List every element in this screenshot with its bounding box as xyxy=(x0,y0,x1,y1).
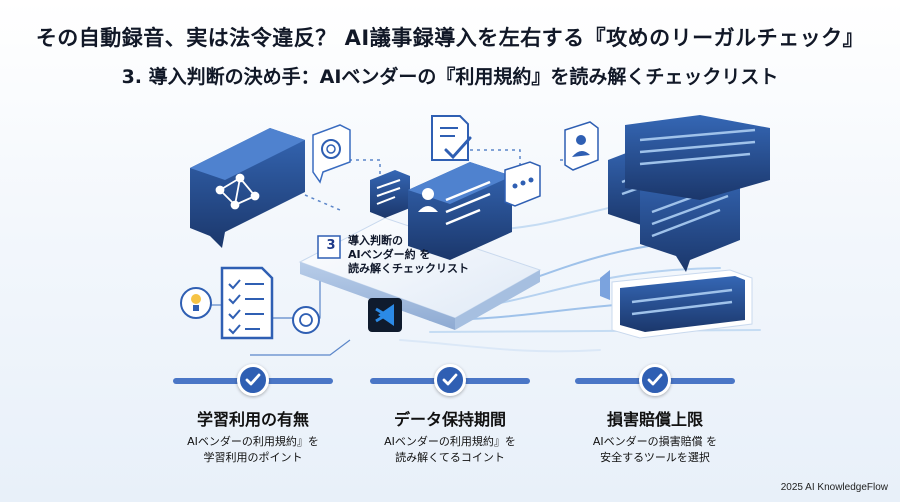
item-desc-line: 安全するツールを選択 xyxy=(600,451,710,464)
bubble-network xyxy=(190,128,305,248)
item-desc-line: AIベンダーの利用規約』を xyxy=(384,435,516,448)
copyright-text: 2025 AI KnowledgeFlow xyxy=(780,482,888,493)
check-icon xyxy=(434,364,466,396)
item-bar xyxy=(335,362,565,402)
step-number: 3 xyxy=(326,238,336,253)
item-heading: 損害賠償上限 xyxy=(606,410,703,429)
central-platform xyxy=(298,217,542,330)
user-icon xyxy=(564,121,599,171)
bubble-stack-right xyxy=(608,115,770,272)
center-card-label: 導入判断の AIベンダー約 を 読み解くチェックリスト xyxy=(348,234,498,276)
openai-logo-icon xyxy=(312,124,351,184)
center-card-line: 読み解くチェックリスト xyxy=(348,262,469,275)
item-desc-line: 読み解くてるコイント xyxy=(395,451,505,464)
checklist-item-retention: データ保持期間 AIベンダーの利用規約』を 読み解くてるコイント xyxy=(335,362,565,466)
chat-dots-icon xyxy=(504,161,541,207)
openai-circle-icon xyxy=(292,306,320,334)
item-description: AIベンダーの利用規約』を 学習利用のポイント xyxy=(138,434,368,466)
item-desc-line: AIベンダーの損害賠償 を xyxy=(592,435,718,448)
lightbulb-icon xyxy=(180,287,212,319)
number-badge xyxy=(317,235,341,259)
page-title: その自動録音、実は法令違反？ AI議事録導入を左右する『攻めのリーガルチェック』 xyxy=(35,26,865,50)
page-subtitle: 3. 導入判断の決め手：AIベンダーの『利用規約』を読み解くチェックリスト xyxy=(121,66,779,88)
bubble-small-lines xyxy=(370,170,410,218)
vscode-logo-icon xyxy=(368,298,402,332)
item-desc-line: 学習利用のポイント xyxy=(203,451,303,464)
item-description: AIベンダーの利用規約』を 読み解くてるコイント xyxy=(335,434,565,466)
item-description: AIベンダーの損害賠償 を 安全するツールを選択 xyxy=(540,434,770,466)
network-icon xyxy=(215,173,260,210)
center-card-line: 導入判断の xyxy=(348,234,403,247)
item-heading: 学習利用の有無 xyxy=(196,410,309,429)
checklist-icon xyxy=(220,266,274,340)
checklist-item-training: 学習利用の有無 AIベンダーの利用規約』を 学習利用のポイント xyxy=(138,362,368,466)
check-icon xyxy=(237,364,269,396)
checklist-item-liability: 損害賠償上限 AIベンダーの損害賠償 を 安全するツールを選択 xyxy=(540,362,770,466)
item-bar xyxy=(540,362,770,402)
check-icon xyxy=(639,364,671,396)
bubble-lower-right xyxy=(600,269,753,339)
item-heading: データ保持期間 xyxy=(393,410,506,429)
center-card-line: AIベンダー約 を xyxy=(348,248,431,261)
document-check-icon xyxy=(431,115,472,161)
item-desc-line: AIベンダーの利用規約』を xyxy=(187,435,319,448)
bubble-user xyxy=(408,162,512,260)
item-bar xyxy=(138,362,368,402)
